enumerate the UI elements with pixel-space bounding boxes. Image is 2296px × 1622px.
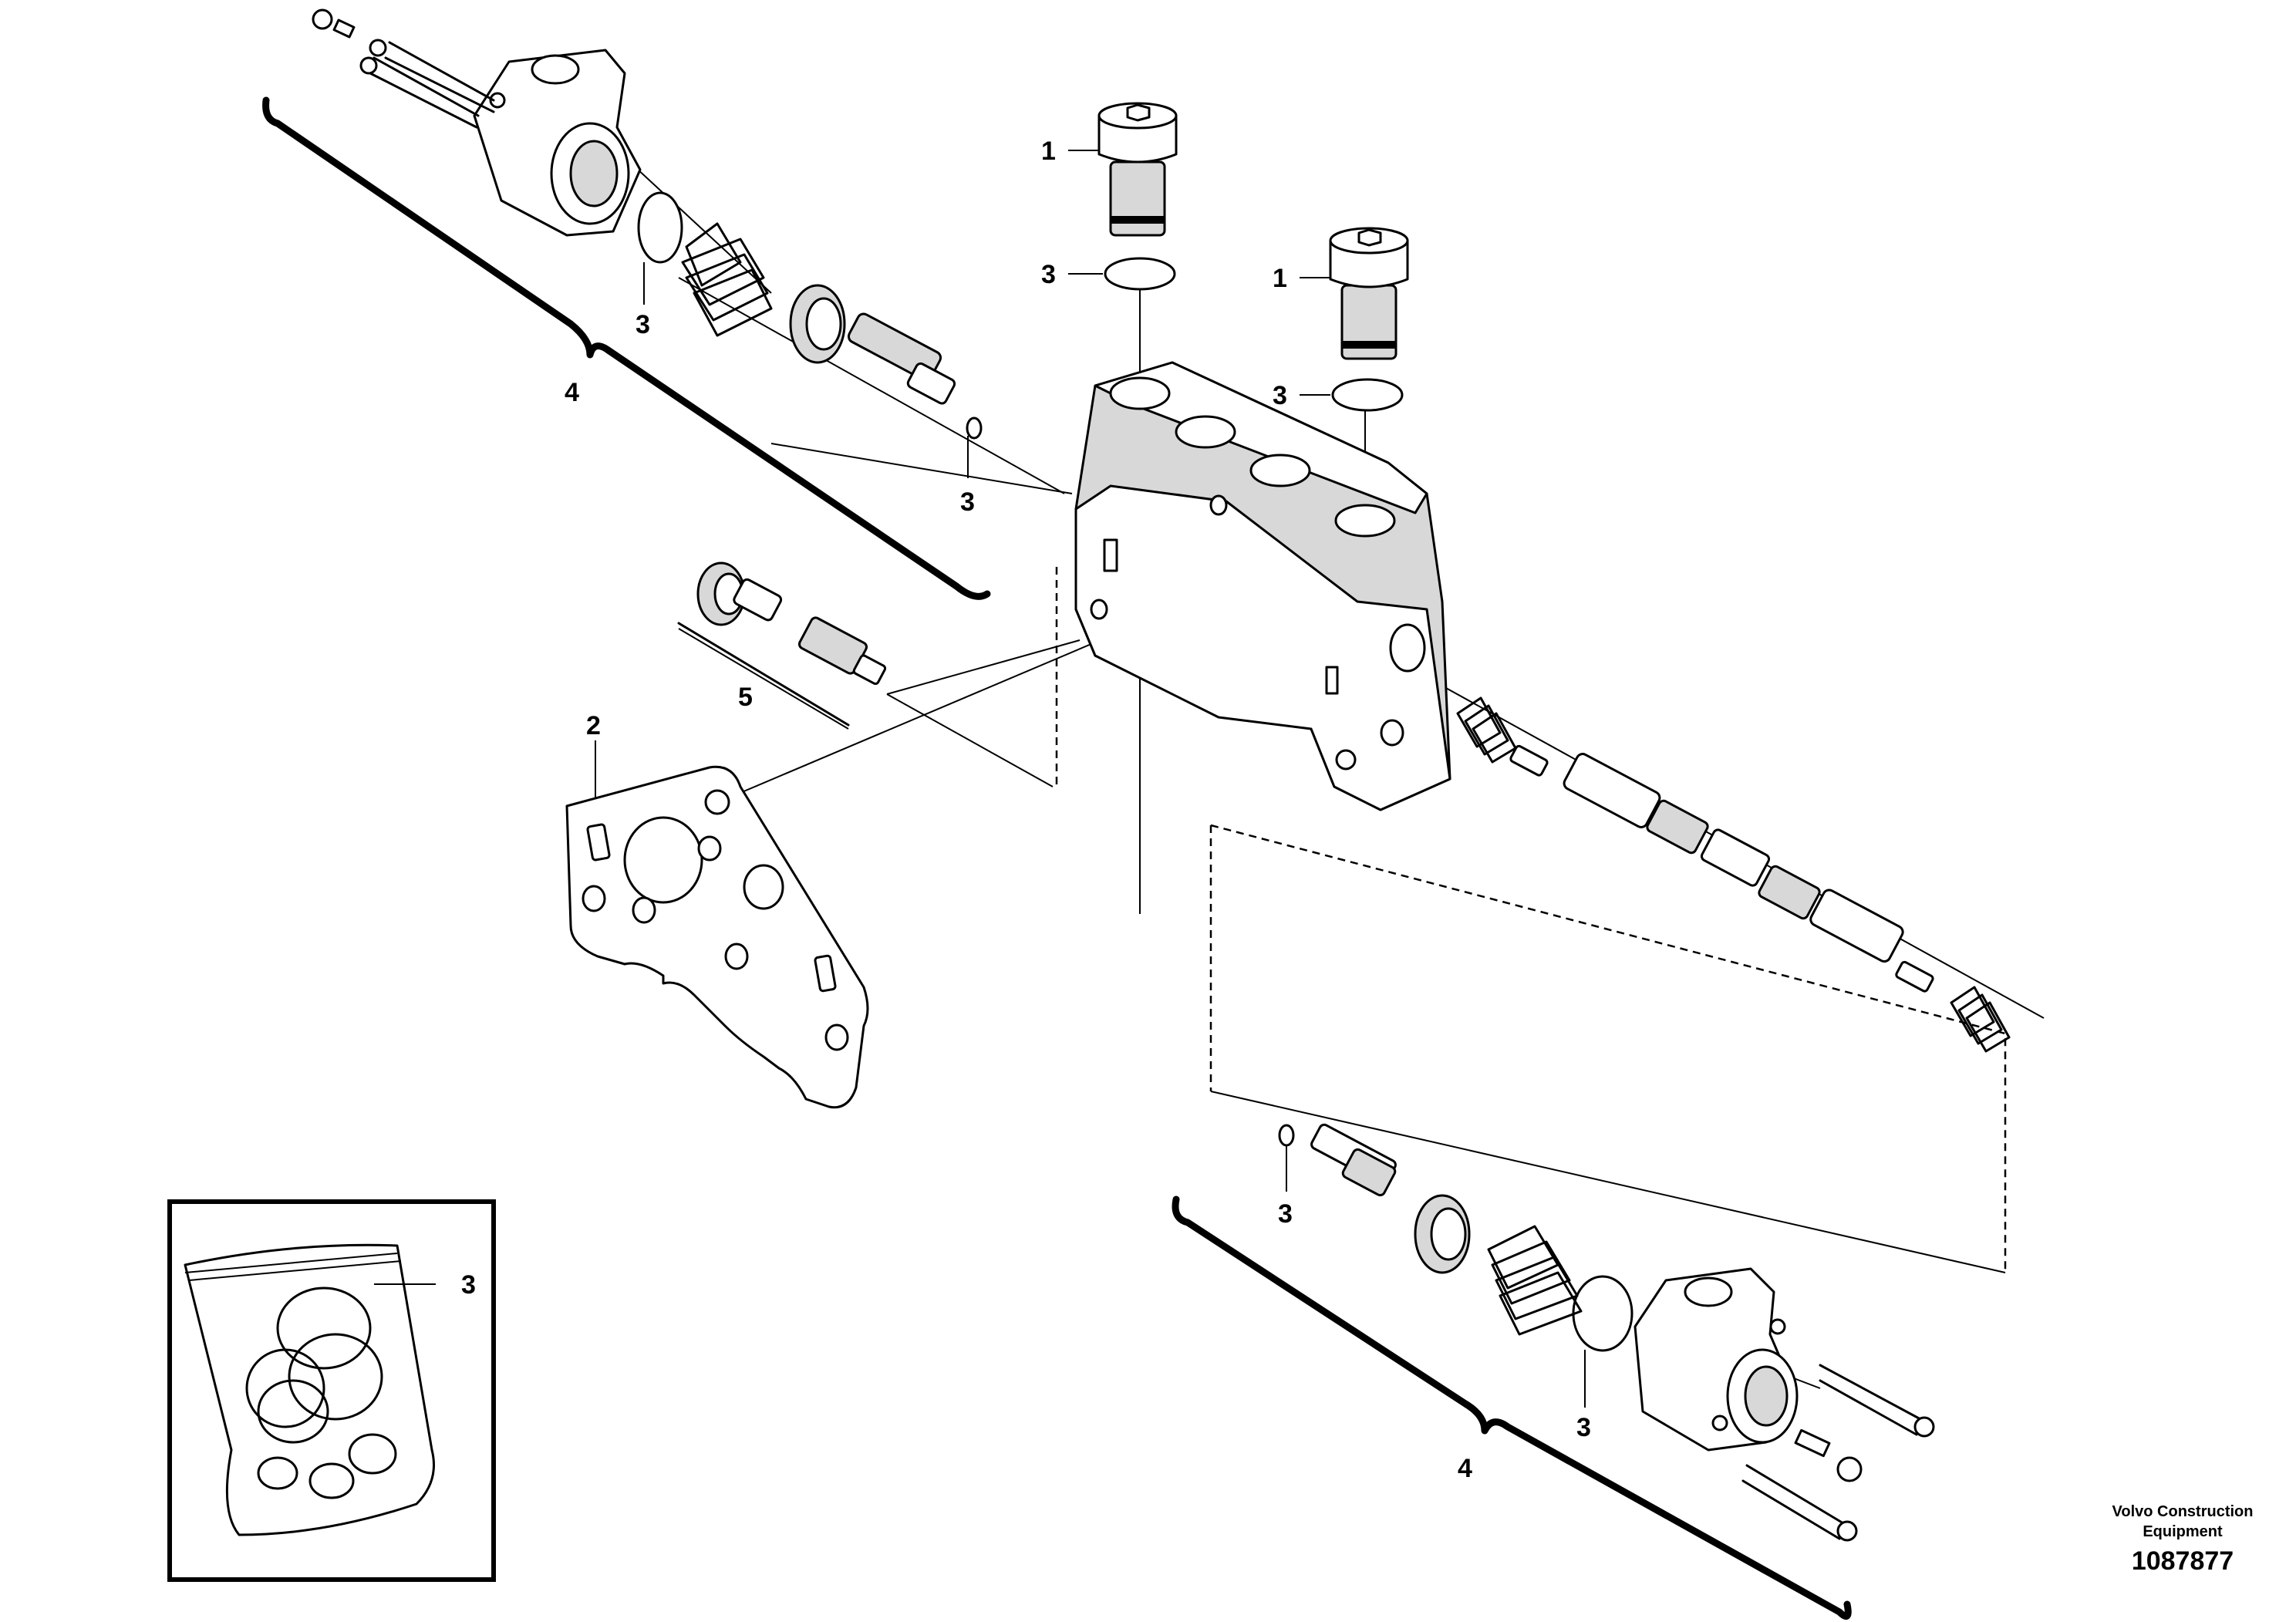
callout-3-poppet-upper: 3 xyxy=(960,487,975,517)
assembly-lines xyxy=(562,99,2045,1389)
callout-3-relief-lower: 3 xyxy=(1576,1413,1591,1442)
brace-lower xyxy=(1172,1195,1852,1620)
seal-kit-inset xyxy=(167,1199,496,1582)
callout-1-lower: 1 xyxy=(1273,264,1287,293)
check-valve-assembly xyxy=(678,561,887,730)
callout-4-upper: 4 xyxy=(565,378,579,407)
drawing-number: 1087877 xyxy=(2132,1546,2234,1576)
callout-3-lower-plug: 3 xyxy=(1273,381,1287,410)
callout-2: 2 xyxy=(586,711,601,740)
callout-3-poppet-lower: 3 xyxy=(1278,1199,1293,1229)
gasket-plate xyxy=(565,765,869,1109)
o-rings xyxy=(637,191,1633,1352)
relief-assembly-lower xyxy=(1310,1123,1935,1542)
credit-company-line1: Volvo Construction xyxy=(2112,1503,2254,1520)
plug-lower xyxy=(1329,227,1409,360)
callout-3-seal-kit: 3 xyxy=(461,1270,476,1300)
callout-1-upper: 1 xyxy=(1041,137,1056,166)
spool-assembly xyxy=(1456,696,2011,1053)
callout-leaders xyxy=(595,150,1586,1408)
callout-4-lower: 4 xyxy=(1458,1454,1472,1483)
callout-5: 5 xyxy=(738,683,753,712)
valve-body xyxy=(1074,361,1451,811)
brace-upper xyxy=(262,96,991,600)
callout-3-upper-plug: 3 xyxy=(1041,260,1056,289)
plug-upper xyxy=(1097,102,1178,237)
bracket-item-5 xyxy=(677,622,850,727)
callout-3-relief-upper: 3 xyxy=(636,310,650,339)
relief-assembly-upper xyxy=(312,8,956,405)
credit-company-line2: Equipment xyxy=(2143,1523,2223,1540)
